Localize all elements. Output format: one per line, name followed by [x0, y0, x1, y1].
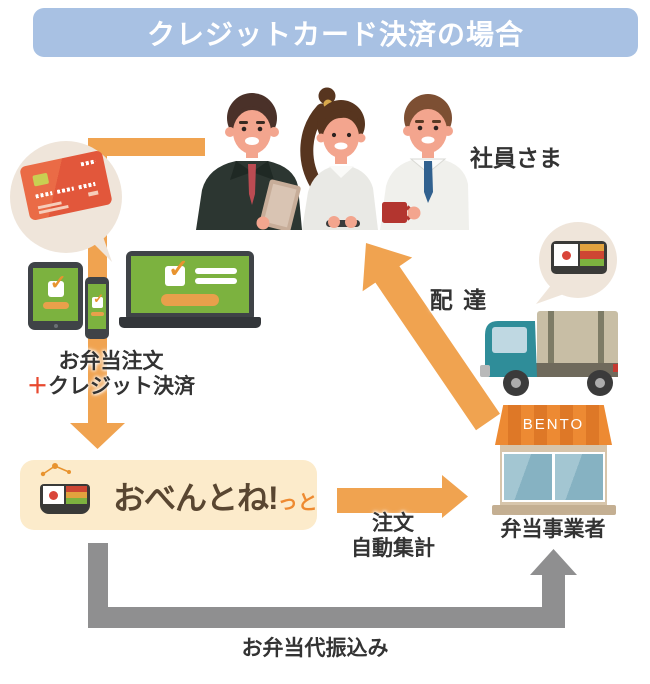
- sparkle-icon: [40, 463, 71, 477]
- tablet-icon: ✓: [28, 262, 83, 330]
- laptop-base: [119, 317, 261, 328]
- card-chip: [32, 172, 50, 187]
- shop-windows: [502, 452, 605, 502]
- employees-illustration: [196, 87, 469, 230]
- aggregate-label: 注文 自動集計: [351, 512, 435, 560]
- plus-sign: ＋: [27, 374, 48, 398]
- screen-text-line: [195, 268, 237, 274]
- employee-male-shirt: [380, 94, 469, 230]
- delivery-label: 配 達: [429, 287, 489, 313]
- laptop-icon: ✓: [126, 251, 254, 318]
- window-pane: [504, 454, 552, 500]
- bento-box-icon: [551, 241, 607, 274]
- employee-male-suit: [196, 93, 302, 230]
- page-title: クレジットカード決済の場合: [146, 18, 524, 50]
- employee-female: [300, 87, 378, 230]
- order-label: お弁当注文 ＋クレジット決済: [27, 350, 195, 398]
- payment-label: お弁当代振込み: [241, 637, 389, 660]
- vendor-label: 弁当事業者: [500, 518, 606, 541]
- title-bar: クレジットカード決済の場合: [33, 8, 638, 57]
- checkbox-icon: ✓: [47, 273, 67, 297]
- checkbox-icon: ✓: [165, 257, 189, 286]
- shop-base: [492, 505, 616, 515]
- tablet-camera: [53, 324, 58, 328]
- arrow-payment-transfer: [88, 543, 577, 628]
- checkbox-icon: ✓: [91, 292, 104, 308]
- screen-button: [90, 312, 104, 316]
- arrow-logo-to-shop: [337, 475, 468, 518]
- screen-button: [161, 294, 219, 306]
- service-name: おべんとね!っと: [113, 480, 318, 516]
- shop-sign: BENTO: [522, 416, 585, 433]
- delivery-truck-icon: [480, 311, 618, 396]
- smartphone-icon: ✓: [85, 277, 109, 339]
- check-icon: ✓: [93, 291, 105, 307]
- bento-shop-icon: BENTO: [492, 405, 616, 515]
- check-icon: ✓: [49, 272, 67, 295]
- arrow-shop-to-employees-delivery: [362, 243, 500, 431]
- shop-awning: BENTO: [495, 405, 612, 445]
- bento-box-icon: [40, 484, 90, 514]
- check-icon: ✓: [168, 255, 189, 283]
- screen-text-line: [195, 278, 237, 284]
- employees-label: 社員さま: [470, 145, 562, 171]
- window-pane: [555, 454, 603, 500]
- umeboshi-dot: [49, 490, 58, 500]
- screen-button: [42, 301, 69, 309]
- umeboshi-dot: [561, 250, 571, 260]
